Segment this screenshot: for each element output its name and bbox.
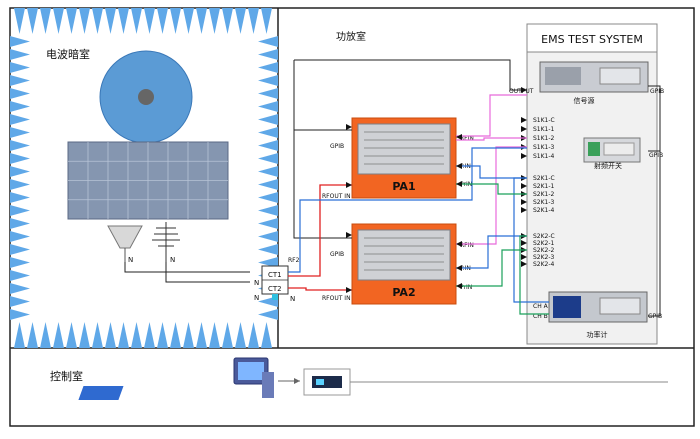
- power-meter-cha-label: CH A: [533, 303, 549, 310]
- switch-port-label: S2K1-4: [533, 207, 555, 214]
- switch-port-marker: [521, 126, 527, 132]
- pa2-prin-label: PrIN: [460, 284, 472, 291]
- coupler-n-left-top: N: [254, 279, 259, 287]
- switch-port-label: S2K2-2: [533, 247, 555, 254]
- power-meter-label: 功率计: [587, 330, 608, 339]
- signal-generator-label: 信号源: [574, 96, 595, 105]
- switch-port-marker: [521, 254, 527, 260]
- switch-port-label: S1K1-C: [533, 117, 555, 124]
- switch-port-label: S1K1-4: [533, 153, 555, 160]
- switch-port-marker: [521, 261, 527, 267]
- switch-port-label: S2K2-4: [533, 261, 555, 268]
- pa2-prin-green-cable: [456, 249, 527, 287]
- switch-port-marker: [521, 240, 527, 246]
- control-room-label: 控制室: [50, 369, 83, 383]
- dish-feed-icon: [138, 89, 154, 105]
- coupler-ct2-label: CT2: [268, 285, 282, 293]
- pa1-gpib-label: GPIB: [330, 143, 344, 150]
- pa2-pin-blue-cable: [456, 235, 527, 269]
- pa2-rfin-label: RFIN: [460, 242, 474, 249]
- switch-port-label: S2K2-3: [533, 254, 555, 261]
- amplifier-room-label: 功放室: [336, 30, 366, 43]
- switch-port-marker: [521, 153, 527, 159]
- solar-panel-array: [67, 141, 229, 220]
- computer-icon: [78, 357, 274, 400]
- switch-port-label: S2K1-C: [533, 175, 555, 182]
- rf-switch-label: 射频开关: [594, 161, 622, 170]
- ems-title-box: [526, 23, 658, 53]
- switch-port-label: S1K1-1: [533, 126, 555, 133]
- rf-switch-unit: [583, 137, 641, 163]
- coupler-rf2-label: RF2: [288, 257, 300, 264]
- coupler-n-left-bottom: N: [254, 294, 259, 302]
- coupler-n-right: N: [290, 295, 295, 303]
- chb-green-cable: [519, 235, 549, 315]
- switch-port-label: S2K1-2: [533, 191, 555, 198]
- coupler-connector-icon: [272, 294, 278, 300]
- pa1-rfout-label: RFOUT IN: [322, 193, 351, 200]
- switch-port-label: S2K2-1: [533, 240, 555, 247]
- horn-antenna-icon: [107, 225, 143, 262]
- pa1-label: PA1: [392, 180, 415, 193]
- cha-blue-cable: [513, 177, 549, 303]
- switch-port-label: S1K1-3: [533, 144, 555, 151]
- gpib-adapter-icon: [312, 376, 342, 388]
- pa1-rfin-cable: [456, 137, 527, 141]
- log-cable: [165, 262, 250, 283]
- connector-markers: [346, 87, 527, 293]
- switch-port-marker: [521, 183, 527, 189]
- pa1-gpib-cable: [293, 60, 352, 131]
- absorber-spikes: [10, 8, 278, 348]
- power-meter: [548, 291, 648, 323]
- pa1-rfin-label: RFIN: [460, 135, 474, 142]
- pa2-rfout-label: RFOUT IN: [322, 295, 351, 302]
- switch-port-label: S2K1-1: [533, 183, 555, 190]
- pa1-pin-blue-cable: [456, 165, 527, 179]
- pa2-rfout-cable: [288, 287, 352, 291]
- pa1-prin-green-cable: [456, 183, 527, 195]
- coupler-ct1-label: CT1: [268, 271, 282, 279]
- switch-port-label: S2K1-3: [533, 199, 555, 206]
- switch-port-marker: [521, 207, 527, 213]
- horn-cable: [124, 262, 250, 273]
- power-meter-chb-label: CH B: [533, 313, 548, 320]
- switch-port-label: S1K1-2: [533, 135, 555, 142]
- signal-out-cable: [456, 94, 527, 137]
- system-gpib-cable: [294, 59, 527, 91]
- rf-switch-gpib-label: GPIB: [649, 152, 663, 159]
- switch-port-list: S1K1-CS1K1-1S1K1-2S1K1-3S1K1-4S2K1-CS2K1…: [521, 117, 555, 268]
- switch-port-marker: [521, 117, 527, 123]
- gpib-bus-line: [648, 85, 661, 317]
- ems-system-title: EMS TEST SYSTEM: [541, 33, 643, 46]
- pa1-amplifier: [351, 117, 457, 199]
- pa2-rfin-cable: [456, 146, 527, 245]
- signal-generator-gpib-label: GPIB: [650, 88, 664, 95]
- horn-port-label: N: [128, 256, 133, 264]
- signal-generator: [539, 61, 649, 93]
- anechoic-room-label: 电波暗室: [46, 47, 90, 61]
- pa1-rfout-cable: [288, 184, 352, 277]
- log-antenna-icon: [152, 222, 180, 262]
- pa2-gpib-cable: [293, 130, 352, 239]
- ct1-blue-cable: [288, 147, 527, 273]
- pa2-amplifier: [351, 223, 457, 305]
- outer-frame: [9, 7, 695, 427]
- switch-port-marker: [521, 199, 527, 205]
- pa2-gpib-label: GPIB: [330, 251, 344, 258]
- switch-port-label: S2K2-C: [533, 233, 555, 240]
- pa2-label: PA2: [392, 286, 415, 299]
- log-port-label: N: [170, 256, 175, 264]
